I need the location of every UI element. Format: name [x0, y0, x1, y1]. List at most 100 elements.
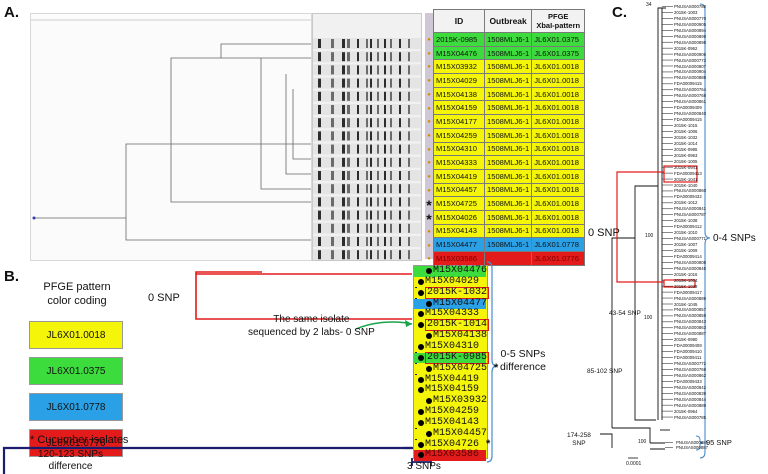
gel-band	[331, 197, 334, 207]
isolate-label: M15X04310	[425, 340, 480, 352]
table-cell-id: 2015K-0985	[433, 32, 485, 47]
gel-band	[390, 52, 392, 62]
gel-band	[408, 223, 410, 233]
gel-band	[331, 171, 334, 180]
table-cell-outbreak: 1508MLJ6-1	[483, 155, 533, 170]
snp-43-54-label: 43-54 SNP	[609, 310, 641, 317]
gel-band	[370, 157, 372, 167]
legend-swatch: JL6X01.0018	[29, 321, 123, 349]
gel-band	[390, 250, 392, 260]
leaf-label: 2015K-0962	[674, 45, 698, 51]
snp-120-123-label: 120-123 SNPs difference	[38, 449, 104, 472]
gel-band	[331, 91, 334, 101]
gel-band	[357, 144, 359, 154]
gel-band	[384, 144, 386, 154]
gel-band	[377, 184, 379, 194]
gel-band	[342, 184, 345, 194]
leaf-label: 2015K-1003	[674, 9, 698, 15]
gel-band	[408, 91, 410, 101]
leaf-label: 2015K-0964	[674, 408, 698, 414]
pfge-gel-image	[312, 13, 422, 261]
table-cell-pattern: JL6X01.0018	[531, 86, 586, 102]
table-header-pfge: PFGE XbaI-pattern	[531, 9, 586, 33]
gel-band	[318, 52, 321, 62]
isolate-label: M15X04726	[425, 438, 480, 450]
gel-band	[377, 39, 379, 48]
leaf-label: PNUSAS000788	[674, 4, 707, 9]
gel-band	[318, 210, 321, 220]
gel-band	[366, 223, 368, 233]
gel-band	[366, 157, 368, 167]
gel-band	[366, 39, 368, 48]
gel-band	[331, 65, 334, 75]
zero-snp-label-c: 0 SNP	[588, 227, 620, 239]
row-marker: ●	[427, 256, 431, 263]
table-cell-id: M15X04177	[433, 114, 485, 129]
gel-band	[370, 65, 372, 75]
gel-band	[357, 118, 359, 128]
leaf-label: PNUSAS000862	[674, 372, 707, 378]
gel-band	[384, 118, 386, 128]
gel-band	[366, 131, 368, 141]
gel-band	[342, 131, 345, 141]
leaf-label: 2015K-1007	[674, 242, 698, 247]
gel-band	[377, 65, 379, 75]
bootstrap-100-c: 100	[638, 439, 647, 445]
gel-band	[377, 223, 379, 233]
table-cell-id: M15X04725	[433, 196, 485, 211]
row-marker: ●	[427, 242, 431, 249]
leaf-label: PNUSAS000768	[674, 93, 707, 99]
isolate-label: 2015K-1014	[425, 319, 490, 332]
leaf-label: 2015K-1006	[674, 128, 698, 134]
gel-band	[370, 184, 372, 194]
tip-node	[418, 409, 424, 416]
table-cell-id: M15X04026	[433, 209, 485, 225]
gel-band	[384, 105, 386, 114]
gel-band	[408, 78, 410, 88]
isolate-row: M15X04310	[414, 340, 486, 353]
gel-band	[390, 118, 392, 128]
tip-node	[426, 398, 432, 405]
table-cell-id: M15X04419	[433, 168, 485, 184]
gel-band	[342, 157, 345, 167]
gel-band	[399, 52, 401, 62]
legend-swatch: JL6X01.0776	[29, 429, 123, 457]
gel-band	[390, 210, 392, 220]
table-cell-outbreak: 1508MLJ6-1	[483, 86, 533, 102]
gel-band	[318, 197, 321, 207]
row-marker: ●	[427, 91, 431, 98]
gel-band	[366, 65, 368, 75]
tip-node	[426, 333, 432, 340]
table-cell-outbreak: 1508MLJ6-1	[483, 196, 533, 211]
cucumber-star: *	[486, 437, 491, 450]
gel-band	[366, 144, 368, 154]
legend-label: JL6X01.0776	[46, 437, 106, 449]
table-cell-id: M15X04333	[433, 155, 485, 170]
table-cell-outbreak: 1508MLJ6-1	[483, 73, 533, 88]
table-cell-id: M15X04477	[433, 237, 485, 252]
gel-band	[390, 144, 392, 154]
scale-bar-label-c: 0.0001	[626, 461, 642, 467]
gel-band	[357, 171, 359, 180]
leaf-label: PNUSAS000886	[676, 440, 709, 445]
gel-band	[370, 91, 372, 101]
gel-band	[366, 237, 368, 246]
table-header-id: ID	[433, 9, 485, 33]
gel-band	[347, 52, 350, 62]
legend-label: JL6X01.0018	[46, 329, 106, 341]
tip-node	[418, 322, 424, 329]
leaf-label: PNUSAS000887	[674, 331, 707, 337]
leaf-label: PNUSAS000857	[674, 307, 707, 313]
gel-band	[408, 105, 410, 114]
gel-band	[408, 184, 410, 194]
leaf-label: 2015K-1004	[674, 277, 698, 283]
leaf-label: FDA00009415	[674, 117, 702, 123]
row-marker: ●	[427, 78, 431, 85]
tip-node	[426, 365, 432, 372]
gel-band	[357, 105, 359, 114]
gel-band	[390, 91, 392, 101]
gel-band	[370, 223, 372, 233]
gel-band	[408, 52, 410, 62]
